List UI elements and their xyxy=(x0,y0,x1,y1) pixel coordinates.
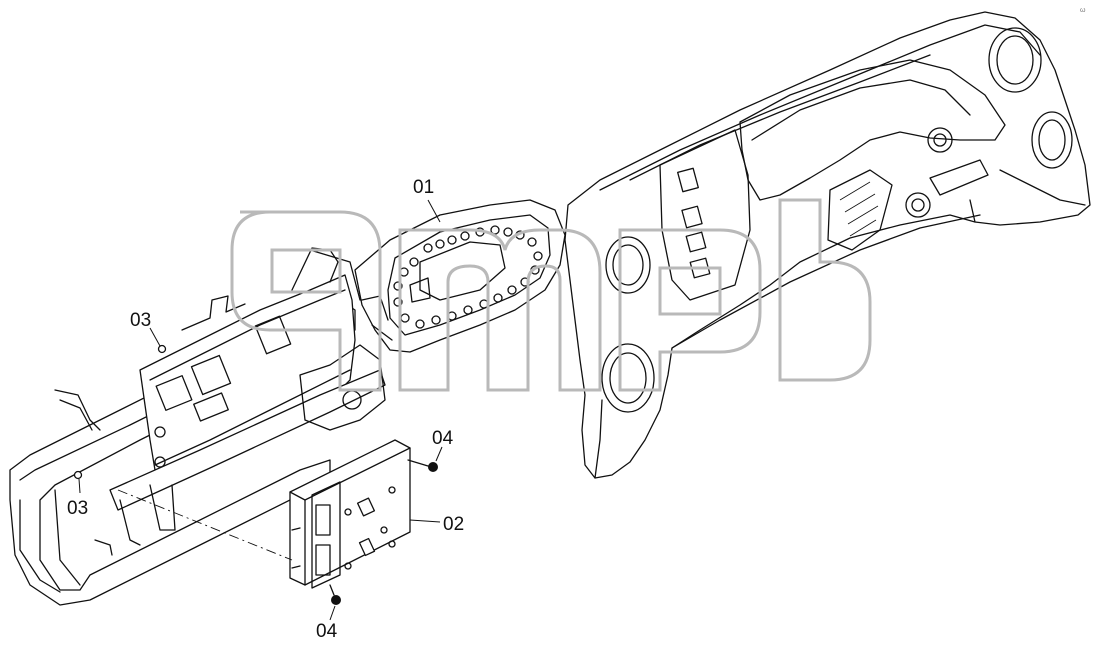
callout-01: 01 xyxy=(413,177,434,198)
instrument-cluster xyxy=(354,199,566,353)
callout-03-upper: 03 xyxy=(130,310,151,331)
watermark-logo xyxy=(230,198,872,392)
corner-reference: ω xyxy=(1080,7,1086,14)
callout-02: 02 xyxy=(443,514,464,535)
nut-lower xyxy=(73,470,83,480)
callout-04-lower: 04 xyxy=(316,621,338,642)
control-module xyxy=(289,439,411,589)
bolt-lower xyxy=(329,584,341,605)
leader-lines xyxy=(78,199,443,621)
dashboard-panel xyxy=(564,11,1091,479)
callout-03-lower: 03 xyxy=(67,498,88,519)
nut-upper xyxy=(157,344,167,354)
callout-04-upper: 04 xyxy=(432,428,454,449)
bolt-upper xyxy=(407,459,438,472)
